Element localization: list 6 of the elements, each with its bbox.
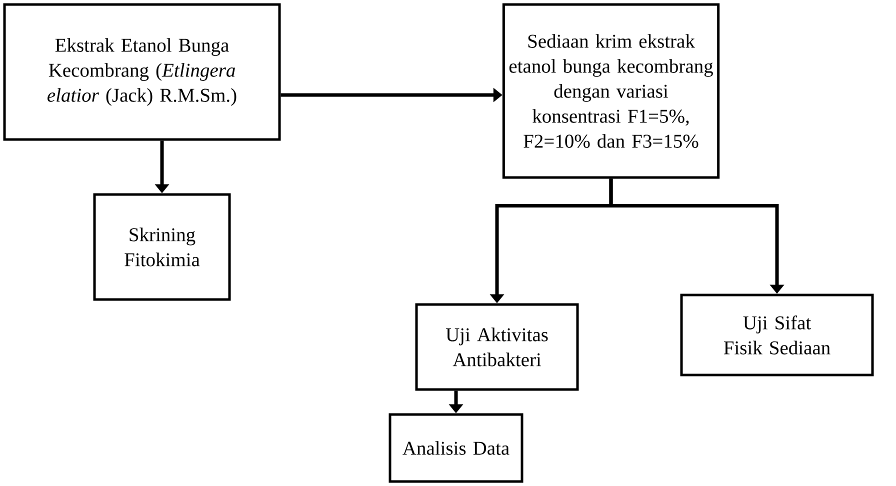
process-box: Uji Sifat Fisik Sediaan: [680, 294, 874, 376]
process-box: Analisis Data: [388, 413, 524, 483]
process-box: Skrining Fitokimia: [93, 193, 231, 301]
process-box: Ekstrak Etanol Bunga Kecombrang (Etlingera elatior (Jack) R.M.Sm.): [3, 3, 281, 141]
process-box: Uji Aktivitas Antibakteri: [415, 303, 579, 391]
process-box: Sediaan krim ekstrak etanol bunga kecombrang dengan variasi konsentrasi F1=5%, F2=10% dan F3=15%: [502, 3, 720, 179]
